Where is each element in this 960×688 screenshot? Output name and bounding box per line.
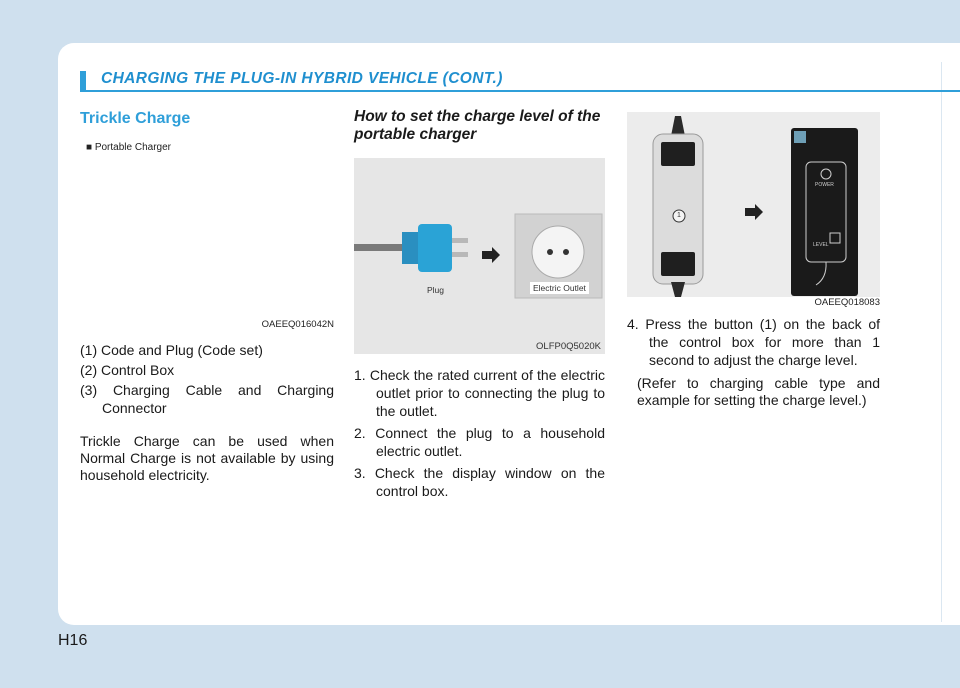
step-item: 4. Press the button (1) on the back of t… (627, 316, 880, 368)
list-item: (1) Code and Plug (Code set) (80, 342, 263, 358)
trickle-charge-heading: Trickle Charge (80, 110, 191, 127)
charge-level-heading: How to set the charge level of the porta… (354, 108, 601, 143)
section-header-title: CHARGING THE PLUG-IN HYBRID VEHICLE (CON… (101, 70, 503, 87)
note-paragraph: (Refer to charging cable type and exampl… (637, 375, 880, 408)
control-box-illustration (652, 116, 858, 297)
electric-outlet-label: Electric Outlet (530, 282, 589, 294)
list-item: (3) Charging Cable and Charging Connecto… (80, 382, 334, 416)
plug-outlet-figure: Plug Electric Outlet OLFP0Q5020K (354, 158, 605, 354)
column-adjust-level: 1 POWER LEVEL OAEEQ018083 4. Press the b… (627, 112, 880, 409)
list-item: (2) Control Box (80, 362, 175, 378)
plug-outlet-illustration (354, 213, 603, 299)
figure-code: OLFP0Q5020K (533, 340, 604, 353)
step-item: 1. Check the rated current of the electr… (354, 367, 605, 419)
power-label: POWER (815, 182, 834, 188)
trickle-charge-paragraph: Trickle Charge can be used when Normal C… (80, 433, 334, 483)
level-label: LEVEL (813, 242, 829, 248)
button-number-label: 1 (677, 212, 681, 219)
page-number: H16 (58, 632, 88, 649)
step-item: 3. Check the display window on the contr… (354, 465, 605, 499)
control-box-figure: 1 POWER LEVEL (627, 112, 880, 297)
column-trickle-charge: Trickle Charge ■ Portable Charger OAEEQ0… (80, 108, 334, 484)
plug-label: Plug (424, 284, 448, 296)
header-accent-bar (80, 71, 86, 91)
portable-charger-figure-label: ■ Portable Charger (86, 142, 171, 153)
margin-rule (941, 62, 942, 622)
column-charge-level: How to set the charge level of the porta… (354, 108, 605, 500)
portable-charger-figure (80, 153, 334, 319)
header-rule (80, 90, 960, 92)
figure-code: OAEEQ018083 (814, 297, 881, 308)
step-item: 2. Connect the plug to a household elect… (354, 425, 605, 459)
figure-code: OAEEQ016042N (261, 319, 334, 330)
